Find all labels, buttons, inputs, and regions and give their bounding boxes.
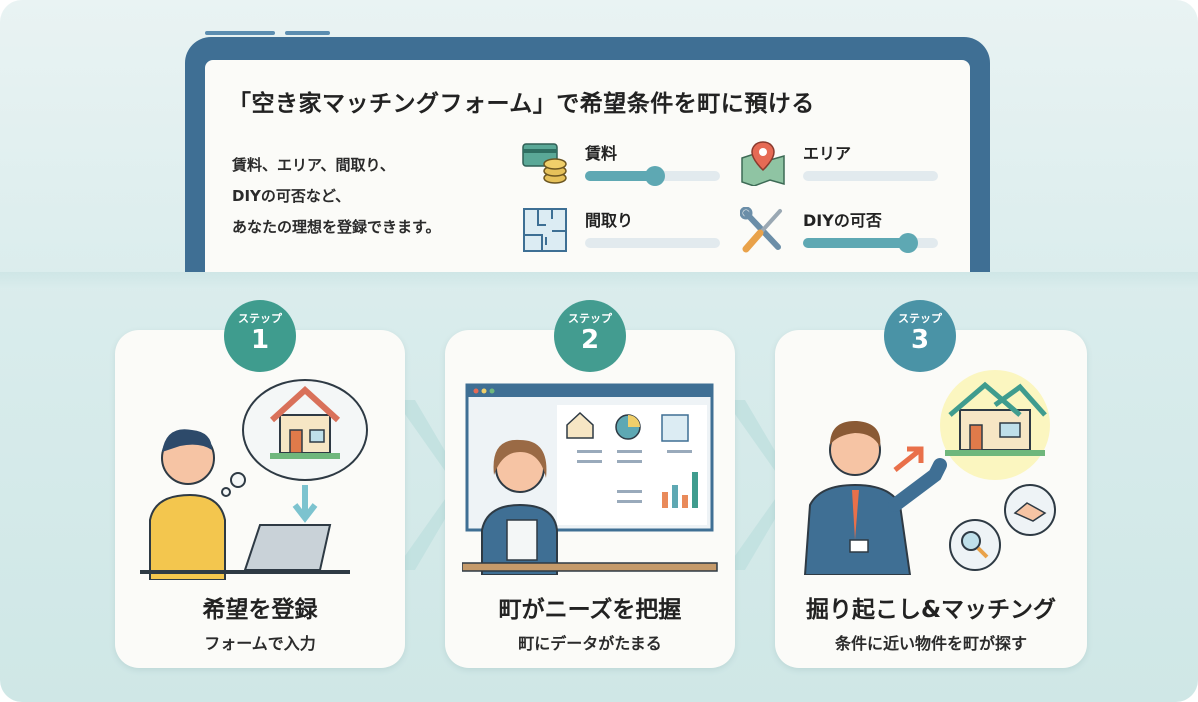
step-subtitle: 条件に近い物件を町が探す [834, 634, 1027, 653]
money-coins-icon [522, 143, 567, 184]
step-title: 町がニーズを把握 [498, 597, 682, 623]
badge-label: ステップ [898, 312, 942, 325]
badge-number: 1 [250, 325, 270, 355]
form-screen [205, 60, 970, 272]
criterion-label: 間取り [585, 211, 634, 230]
floor-plan-slider[interactable] [585, 238, 720, 248]
slider-knob[interactable] [898, 233, 919, 253]
tablet-button [285, 31, 330, 35]
badge-label: ステップ [568, 312, 612, 325]
step-title: 掘り起こし&マッチング [805, 597, 1057, 623]
description: 賃料、エリア、間取り、 DIYの可否など、 あなたの理想を登録できます。 [232, 150, 441, 243]
floor-plan-icon [523, 208, 567, 252]
slider-fill [585, 171, 656, 181]
badge-number: 2 [580, 325, 600, 355]
map-pin-icon [741, 141, 785, 186]
badge-label: ステップ [238, 312, 282, 325]
description-line: あなたの理想を登録できます。 [232, 218, 441, 236]
step-title: 希望を登録 [202, 597, 318, 623]
step-badge-3: ステップ 3 [884, 300, 956, 372]
divider [0, 272, 1198, 288]
dashboard-presenter-illustration [462, 383, 718, 575]
area-slider[interactable] [803, 171, 938, 181]
house-icon [945, 381, 1047, 456]
chevron-right-icon [725, 400, 795, 570]
house-icon [269, 385, 341, 459]
person-laptop-illustration [140, 379, 368, 580]
page-title: 「空き家マッチングフォーム」で希望条件を町に預ける [228, 91, 815, 117]
description-line: DIYの可否など、 [232, 187, 351, 205]
criterion-label: 賃料 [585, 144, 618, 163]
step-subtitle: 町にデータがたまる [518, 634, 662, 653]
step-badge-1: ステップ 1 [224, 300, 296, 372]
chevron-right-icon [395, 400, 465, 570]
step-card-1: 希望を登録 フォームで入力 [115, 330, 405, 668]
criterion-label: エリア [803, 144, 852, 163]
slider-knob[interactable] [645, 166, 666, 186]
diy-slider[interactable] [803, 233, 938, 253]
description-line: 賃料、エリア、間取り、 [232, 156, 395, 174]
wrench-screwdriver-icon [740, 207, 782, 253]
step-badge-2: ステップ 2 [554, 300, 626, 372]
rent-slider[interactable] [585, 166, 720, 186]
step-subtitle: フォームで入力 [204, 634, 316, 653]
agent-matching-illustration [803, 370, 1056, 575]
slider-fill [803, 238, 909, 248]
criterion-label: DIYの可否 [803, 211, 882, 230]
tablet-button [205, 31, 275, 35]
badge-number: 3 [910, 325, 930, 355]
